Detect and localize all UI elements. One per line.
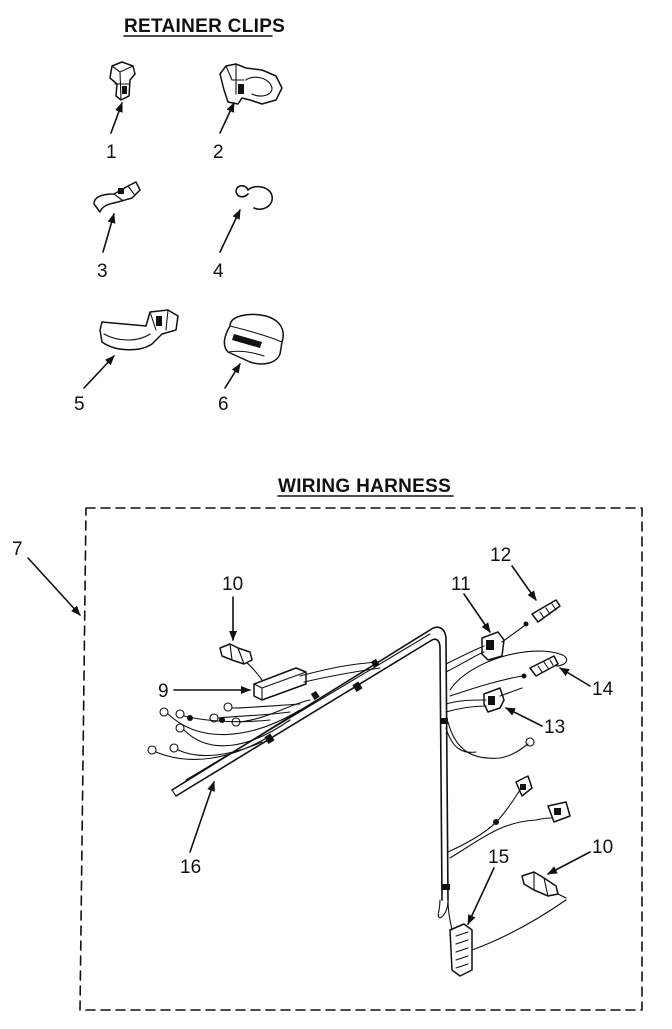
callout-13: 13 xyxy=(544,717,565,738)
retainer-clip-4 xyxy=(235,184,273,211)
connector-11 xyxy=(445,625,525,673)
callout-4: 4 xyxy=(213,261,224,282)
callout-3-leader xyxy=(102,213,116,253)
callout-14-leader xyxy=(559,667,591,687)
connector-block-9 xyxy=(253,667,307,701)
retainer-clip-2 xyxy=(219,63,283,105)
callout-6-leader xyxy=(224,363,241,389)
callout-16: 16 xyxy=(180,857,201,878)
callout-5-leader xyxy=(83,355,115,389)
callout-4-leader xyxy=(219,209,241,253)
terminal-10-bottom xyxy=(521,871,567,899)
connector-15 xyxy=(447,899,567,977)
callout-1: 1 xyxy=(106,142,117,163)
harness-boundary xyxy=(79,507,643,1011)
callout-9: 9 xyxy=(158,681,169,702)
harness-tape-wraps xyxy=(264,658,450,890)
callout-2: 2 xyxy=(213,142,224,163)
callout-10-bottom-leader xyxy=(547,851,591,875)
wire-fan-left xyxy=(147,699,311,760)
callout-6: 6 xyxy=(218,394,229,415)
callout-15-leader xyxy=(467,867,495,925)
terminal-strip-14 xyxy=(449,650,568,697)
callout-16-leader xyxy=(189,781,215,853)
callout-15: 15 xyxy=(488,847,509,868)
callout-13-leader xyxy=(505,707,543,727)
retainer-clip-3 xyxy=(93,181,141,213)
retainer-clip-6 xyxy=(223,313,284,365)
callout-2-leader xyxy=(219,102,235,134)
callout-14: 14 xyxy=(592,679,614,700)
terminal-10-top xyxy=(219,643,253,665)
wire-fan-right xyxy=(445,721,571,859)
callout-11: 11 xyxy=(451,574,471,595)
callout-12-leader xyxy=(511,565,537,601)
retainer-clips-section: RETAINER CLIPS 1 2 3 4 xyxy=(74,16,285,415)
wire-fan-9 xyxy=(235,653,381,683)
callout-12: 12 xyxy=(490,545,511,566)
callout-10-bottom: 10 xyxy=(592,837,613,858)
wiring-harness-title: WIRING HARNESS xyxy=(278,476,451,497)
retainer-clip-5 xyxy=(99,309,179,351)
callout-3: 3 xyxy=(97,261,108,282)
callout-1-leader xyxy=(110,102,123,134)
wiring-harness-section: WIRING HARNESS 7 9 xyxy=(12,476,643,1011)
callout-11-leader xyxy=(463,593,491,633)
terminal-strip-12 xyxy=(523,599,561,627)
harness-main-bundle xyxy=(171,626,449,919)
callout-7-leader xyxy=(27,557,81,616)
callout-10-top: 10 xyxy=(222,574,243,595)
retainer-clip-1 xyxy=(109,61,136,101)
callout-5: 5 xyxy=(74,394,85,415)
connector-13 xyxy=(445,687,523,713)
callout-7: 7 xyxy=(12,539,23,560)
retainer-clips-title: RETAINER CLIPS xyxy=(124,16,285,37)
